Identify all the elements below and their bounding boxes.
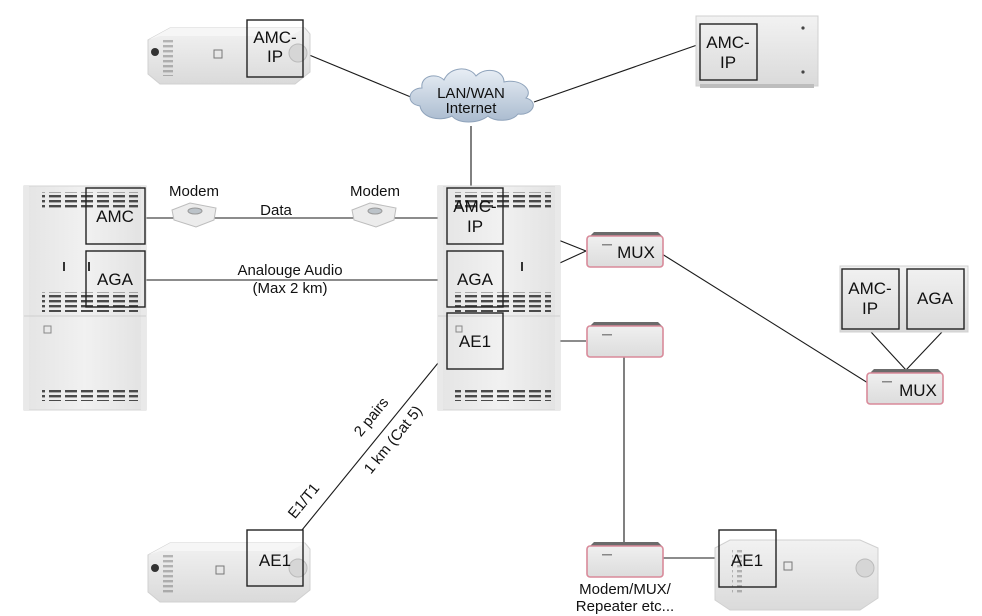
module-amc-ip-top-right — [699, 23, 758, 81]
module-ae1-center — [446, 312, 504, 370]
amc-ip-labels: IP AMC- IP AMC- IP AMC- IP — [267, 33, 892, 318]
device-generic-box-bottom[interactable]: Modem/MUX/ Repeater etc... — [576, 542, 674, 615]
module-label: AGA — [917, 289, 954, 308]
module-amc-ip-top-left — [246, 19, 304, 78]
device-generic-box-center[interactable] — [586, 322, 664, 358]
cloud-lan-wan: LAN/WAN Internet — [409, 68, 534, 123]
module-label-top-right-l1: AMC- — [706, 33, 749, 52]
module-label-top-right-l2: IP — [720, 53, 736, 72]
device-right-unit[interactable]: AGA — [839, 265, 969, 333]
module-label-top-left: IP — [267, 47, 283, 66]
device-mux-center[interactable]: MUX — [586, 232, 664, 268]
module-label-right-l2: IP — [862, 299, 878, 318]
repeater-label-line1: Modem/MUX/ — [579, 581, 672, 598]
link-e1-t1 — [301, 351, 448, 531]
device-top-left-unit[interactable]: AMC- — [147, 19, 311, 85]
modem-label: Modem — [169, 183, 219, 200]
mux-label: MUX — [617, 243, 655, 262]
link-label-audio-distance: (Max 2 km) — [253, 280, 328, 297]
module-amc-ip-center — [446, 187, 504, 245]
link-top-left-to-cloud — [301, 51, 419, 101]
module-label: AE1 — [259, 551, 291, 570]
mux-label: MUX — [899, 381, 937, 400]
device-left-rack[interactable]: AMC AGA — [23, 185, 147, 411]
module-label: AE1 — [459, 332, 491, 351]
module-amc-left — [85, 187, 146, 245]
module-label-right-l1: AMC- — [848, 279, 891, 298]
device-mux-right[interactable]: MUX — [866, 369, 944, 405]
module-label: AGA — [97, 270, 134, 289]
link-label-e1-pairs: 2 pairs — [351, 394, 393, 440]
link-label-audio: Analouge Audio — [237, 262, 342, 279]
link-label-data: Data — [260, 202, 292, 219]
module-label-center-l1: AMC- — [453, 197, 496, 216]
repeater-label-line2: Repeater etc... — [576, 598, 674, 615]
module-aga-right — [906, 268, 965, 330]
link-right-amcip-to-mux — [870, 331, 907, 371]
link-cloud-to-top-right — [533, 43, 701, 103]
module-amc-ip-right — [841, 268, 900, 330]
module-label-center-l2: IP — [467, 217, 483, 236]
device-bottom-left-unit[interactable]: AE1 — [147, 529, 311, 603]
module-label: AE1 — [731, 551, 763, 570]
link-mux-to-mux-right — [661, 253, 869, 384]
cloud-label-line2: Internet — [446, 100, 498, 117]
module-label-line1: AMC- — [253, 28, 296, 47]
module-label: AGA — [457, 270, 494, 289]
module-ae1-bottom-right — [718, 529, 777, 588]
link-label-e1-t1: E1/T1 — [285, 480, 323, 522]
device-center-rack[interactable]: AGA AE1 — [437, 185, 561, 411]
module-ae1-bottom-left — [246, 529, 304, 587]
device-bottom-right-unit[interactable]: AE1 — [714, 529, 879, 611]
device-modem-right[interactable]: Modem — [350, 183, 400, 228]
module-aga-left — [85, 250, 146, 308]
modem-label: Modem — [350, 183, 400, 200]
link-right-aga-to-mux — [905, 331, 943, 371]
cloud-label-line1: LAN/WAN — [437, 85, 505, 102]
device-top-right-unit[interactable] — [695, 15, 819, 88]
device-modem-left[interactable]: Modem — [169, 183, 219, 228]
module-label: AMC — [96, 207, 134, 226]
module-aga-center — [446, 250, 504, 308]
